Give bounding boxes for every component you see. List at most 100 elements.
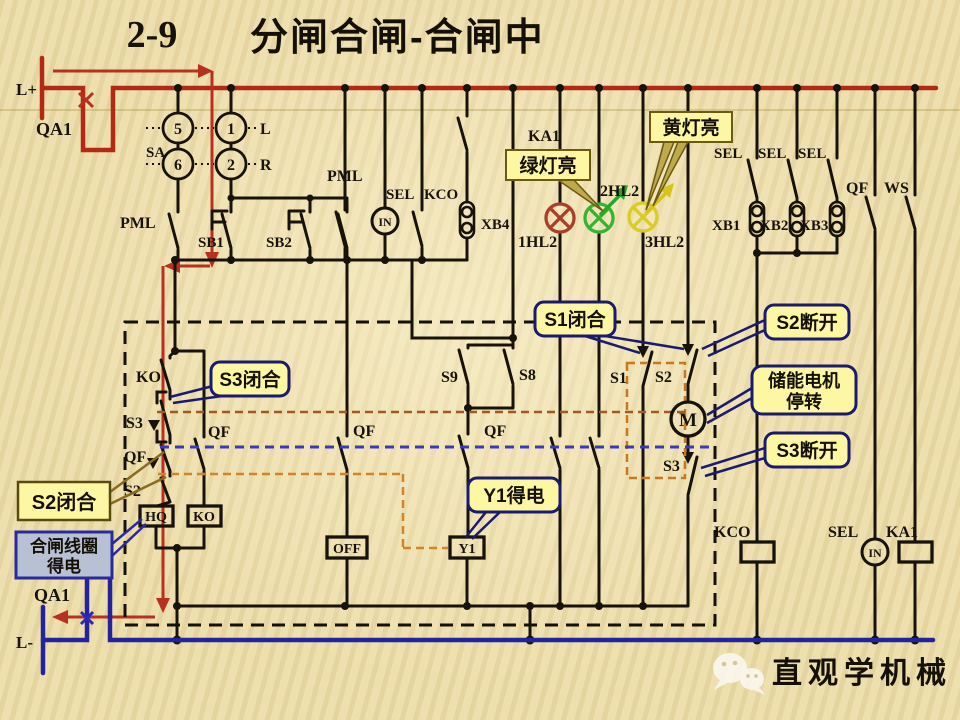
qa1-open-cross-icon (77, 91, 95, 109)
s2-right-label: S2 (655, 369, 672, 386)
s2-open-text: S2断开 (776, 311, 837, 334)
sel-bottom-label: SEL (828, 524, 858, 541)
ws-label: WS (884, 180, 909, 197)
s2-open-callout (763, 303, 851, 341)
wire-col-s1 (641, 86, 654, 608)
wire-col-ws (904, 86, 917, 642)
s2-closed-text: S2闭合 (32, 490, 97, 514)
energize-path-arrows (53, 69, 214, 619)
in-indicator-bottom-icon (860, 537, 890, 567)
selector-contact-1: 1 (227, 121, 235, 138)
ko-contact-label: KO (136, 369, 161, 386)
yellow-lamp-callout-text: 黄灯亮 (662, 116, 719, 139)
s3-right-label: S3 (663, 458, 680, 475)
motor-stopped-callout (750, 364, 858, 416)
wire-col-motor (686, 86, 699, 497)
selector-dotted-links (146, 127, 257, 165)
sel3-label: SEL (798, 146, 826, 162)
wire-col-qf-right (864, 86, 877, 642)
title-number: 2-9 (127, 14, 178, 56)
qf-b-label: QF (208, 424, 230, 441)
l-plus-label: L+ (16, 80, 37, 99)
motor-text: M (679, 410, 697, 431)
wechat-icon (713, 653, 765, 695)
motor-circle-icon (669, 400, 707, 438)
coil-energized-line1: 合闸线圈 (30, 536, 98, 556)
hq-coil-text: HQ (145, 510, 167, 525)
qa1-bottom-cross-icon (79, 610, 95, 626)
s2-closed-pointers (109, 450, 167, 506)
wire-col-y1 (457, 406, 470, 608)
s3-open-pointers (700, 446, 766, 478)
wire-sel-xb-group (746, 86, 839, 642)
wire-s9-s8-group (410, 86, 515, 410)
ko-coil-text: KO (193, 510, 215, 525)
green-lamp-callout-text: 绿灯亮 (519, 154, 576, 177)
wire-branch-b (173, 258, 206, 550)
coil-boxes (138, 504, 934, 564)
s3-left-bracket (155, 390, 168, 444)
selector-contact-5: 5 (174, 121, 182, 138)
y1-energized-callout (466, 476, 562, 514)
qf-a-label: QF (124, 449, 146, 466)
inner-return-bus (175, 495, 690, 642)
wire-col-off (336, 258, 349, 608)
in-mid-text: IN (378, 215, 392, 229)
qa1-top-label: QA1 (36, 119, 72, 139)
sel-mid-label: SEL (386, 187, 414, 203)
3hl2-label: 3HL2 (645, 234, 684, 251)
s8-label: S8 (519, 367, 536, 384)
y1-coil-text: Y1 (458, 542, 475, 557)
wire-col-2hl2 (588, 86, 601, 608)
s1-closed-pointers (584, 334, 685, 355)
sb2-label: SB2 (266, 235, 292, 251)
xb-link-elements (458, 200, 846, 240)
coil-energized-callout (14, 530, 114, 580)
xb4-label: XB4 (481, 217, 510, 233)
xb2-label: XB2 (760, 218, 788, 234)
selector-contact-2: 2 (227, 157, 235, 174)
yellow-lamp-callout (649, 111, 733, 143)
s2-closed-callout (16, 480, 112, 522)
l-minus-label: L- (16, 633, 33, 652)
off-coil-text: OFF (333, 542, 361, 557)
y1-energized-pointers (465, 511, 501, 540)
kco-bottom-label: KCO (714, 524, 750, 541)
green-lamp-callout (505, 149, 591, 181)
qf-y1-label: QF (484, 423, 506, 440)
sb2-pushbutton-operator (287, 209, 306, 231)
s3-closed-pointers (169, 384, 223, 405)
sel2-label: SEL (758, 146, 786, 162)
qf-right-label: QF (846, 180, 868, 197)
s3-closed-text: S3闭合 (219, 368, 281, 391)
s3-left-label: S3 (126, 415, 143, 432)
s1-closed-callout (533, 300, 617, 338)
wire-col-ka1-xb4 (456, 86, 469, 262)
page-title: 分闸合闸-合闸中 (250, 17, 545, 59)
lamp-1hl2-icon (544, 202, 576, 234)
sa-label: SA (146, 145, 165, 161)
sel1-label: SEL (714, 146, 742, 162)
s2-open-pointers (701, 318, 766, 358)
ka1-bottom-label: KA1 (886, 524, 918, 541)
motor-callout-pointers (706, 386, 753, 425)
s9-label: S9 (441, 369, 458, 386)
motor-stopped-line1: 储能电机 (767, 370, 840, 391)
wire-col-kco (411, 86, 424, 262)
selector-r-label: R (260, 157, 272, 174)
wire-sb2-parallel (229, 196, 349, 262)
wire-col-pml-left (167, 86, 180, 262)
in-bottom-text: IN (868, 546, 882, 560)
y1-energized-text: Y1得电 (483, 484, 544, 507)
green-lit-arrow-icon (598, 185, 628, 217)
pml-mid-label: PML (327, 168, 363, 185)
yellow-lit-arrow-icon (644, 183, 674, 215)
s1-closed-text: S1闭合 (544, 308, 606, 331)
s3-closed-callout (209, 360, 291, 398)
selector-l-label: L (260, 121, 271, 138)
s1-label: S1 (610, 370, 627, 387)
sb1-pushbutton-operator (210, 209, 229, 231)
qa1-bottom-label: QA1 (34, 585, 70, 605)
